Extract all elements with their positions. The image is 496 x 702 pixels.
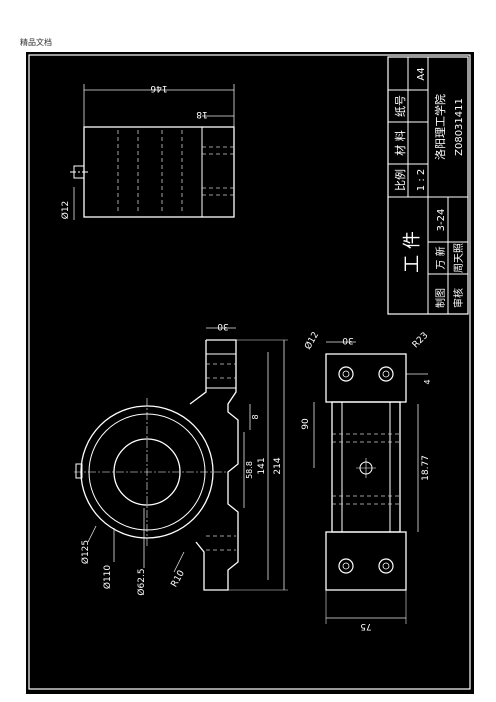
drawn-by: 万 新 — [434, 246, 447, 269]
part-name: 工 件 — [402, 231, 423, 273]
student-id: Z08031411 — [454, 98, 465, 156]
dim-front-d110: Ø110 — [102, 565, 113, 590]
dim-front-d125: Ø125 — [80, 540, 91, 564]
dim-side-r23: R23 — [411, 331, 431, 351]
page-header: 精品文档 — [20, 38, 52, 47]
dim-side-hole: Ø12 — [302, 330, 321, 352]
front-view: 30 8 58.8 141 214 Ø125 Ø110 Ø62.5 R10 — [74, 321, 288, 596]
value-paper: A4 — [416, 67, 427, 80]
label-scale: 比例 — [393, 169, 407, 191]
dim-front-8: 8 — [251, 414, 260, 419]
dim-side-4: 4 — [423, 379, 432, 384]
label-checked: 审核 — [452, 288, 465, 308]
dim-front-214: 214 — [273, 457, 283, 474]
dim-front-d62: Ø62.5 — [136, 568, 147, 595]
dim-top-diameter: Ø12 — [60, 201, 71, 220]
side-view: 30 Ø12 R23 4 90 18.77 75 — [301, 330, 432, 631]
dim-front-r10: R10 — [170, 569, 188, 590]
drawing-date: 3-24 — [436, 209, 447, 232]
dim-front-141: 141 — [257, 457, 267, 474]
dim-front-top-width: 30 — [217, 321, 229, 331]
label-drawn: 制图 — [434, 288, 447, 308]
dim-side-width: 75 — [360, 621, 371, 631]
label-material: 材 料 — [393, 130, 407, 156]
drawing-border — [28, 54, 471, 690]
dim-top-length: 146 — [150, 83, 167, 93]
engineering-drawing: 比例 1 : 2 材 料 纸号 A4 洛阳理工学院 Z08031411 工 件 … — [28, 54, 471, 690]
title-block: 比例 1 : 2 材 料 纸号 A4 洛阳理工学院 Z08031411 工 件 … — [387, 56, 469, 315]
dim-front-58: 58.8 — [245, 461, 254, 479]
value-scale: 1 : 2 — [416, 169, 427, 191]
school-name: 洛阳理工学院 — [433, 94, 447, 160]
checked-by: 周天照 — [453, 243, 465, 273]
label-paper: 纸号 — [394, 95, 407, 117]
dim-top-slot: 18 — [196, 109, 208, 119]
dim-side-90: 90 — [301, 418, 311, 430]
drawing-sheet: 比例 1 : 2 材 料 纸号 A4 洛阳理工学院 Z08031411 工 件 … — [26, 52, 474, 694]
dim-side-18: 18.77 — [421, 455, 431, 481]
top-view: 146 18 Ø12 — [60, 83, 235, 220]
dim-side-offset: 30 — [342, 335, 354, 345]
